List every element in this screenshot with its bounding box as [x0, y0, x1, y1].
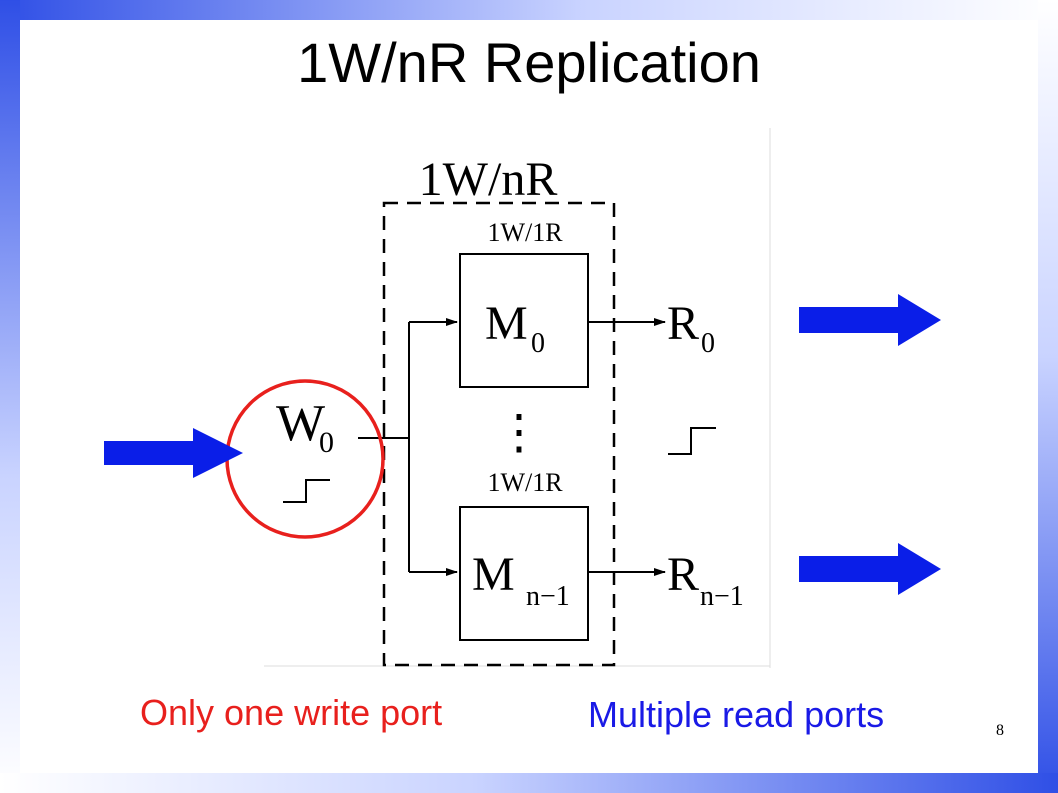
write-arrow-icon	[104, 428, 243, 478]
outer-label: 1W/nR	[419, 153, 558, 206]
write-port-caption: Only one write port	[140, 692, 443, 733]
block-top-subscript: 0	[531, 328, 545, 359]
block-top-label: M	[485, 297, 528, 350]
ellipsis: ⋮	[495, 406, 543, 459]
block-bottom-header: 1W/1R	[487, 468, 563, 497]
input-label: W	[276, 395, 325, 452]
frame-bottom-border	[0, 773, 1058, 793]
read-arrow-top-icon	[799, 294, 941, 346]
read-port-caption: Multiple read ports	[588, 694, 885, 735]
block-top-header: 1W/1R	[487, 218, 563, 247]
frame-right-border	[1038, 0, 1058, 793]
memory-block-bottom	[459, 506, 589, 641]
write-port-symbol	[283, 479, 330, 503]
frame-left-border	[0, 0, 20, 793]
outer-dashed-box	[382, 201, 616, 667]
read-port-symbol	[668, 427, 716, 455]
output-bottom-label: R	[667, 548, 699, 601]
memory-block-top	[459, 253, 589, 388]
block-bottom-subscript: n−1	[526, 581, 570, 612]
input-subscript: 0	[319, 426, 334, 459]
output-top-subscript: 0	[701, 328, 715, 359]
page-number: 8	[996, 722, 1004, 739]
output-bottom-subscript: n−1	[700, 581, 744, 612]
read-arrow-bottom-icon	[799, 543, 941, 595]
output-top-label: R	[667, 297, 699, 350]
block-bottom-label: M	[472, 548, 515, 601]
frame-top-border	[0, 0, 1058, 20]
slide-title: 1W/nR Replication	[297, 31, 761, 94]
